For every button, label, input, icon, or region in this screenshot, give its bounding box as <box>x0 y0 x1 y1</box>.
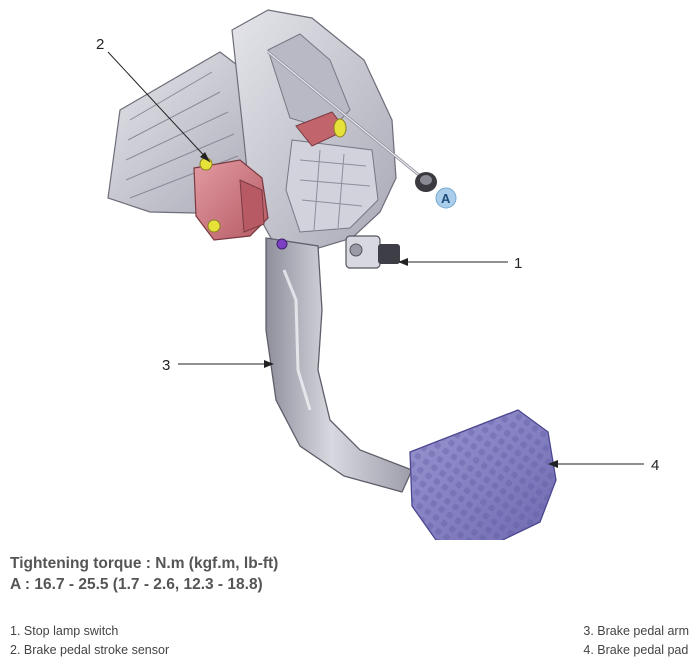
brake-pedal-stroke-sensor <box>193 157 288 250</box>
legend-item-brake-pedal-arm: 3. Brake pedal arm <box>583 624 689 638</box>
legend-item-brake-pedal-stroke-sensor: 2. Brake pedal stroke sensor <box>10 643 170 657</box>
push-rod <box>267 50 421 178</box>
torque-heading: Tightening torque : N.m (kgf.m, lb-ft) <box>10 555 279 572</box>
torque-value-a: A : 16.7 - 25.5 (1.7 - 2.6, 12.3 - 18.8) <box>10 576 263 593</box>
callout-2: 2 <box>96 36 104 53</box>
svg-text:A: A <box>441 191 451 206</box>
stop-lamp-switch <box>345 235 400 269</box>
brake-pedal-pad <box>409 409 557 540</box>
leader-lines <box>107 51 644 468</box>
mounting-nut <box>415 172 437 192</box>
legend-item-stop-lamp-switch: 1. Stop lamp switch <box>10 624 119 638</box>
pedal-pivot-cylinder <box>295 111 347 147</box>
legend-left: 1. Stop lamp switch 2. Brake pedal strok… <box>10 622 169 660</box>
callout-3: 3 <box>162 357 170 374</box>
brake-pedal-arm <box>265 237 413 493</box>
tightening-torque-block: Tightening torque : N.m (kgf.m, lb-ft) A… <box>10 553 278 595</box>
callout-a: A <box>435 187 457 209</box>
callout-4: 4 <box>651 457 659 474</box>
callout-1: 1 <box>514 255 522 272</box>
legend-item-brake-pedal-pad: 4. Brake pedal pad <box>583 643 689 657</box>
brake-pedal-assembly-illustration: 2 1 3 4 A <box>96 9 659 540</box>
legend-right: 3. Brake pedal arm 4. Brake pedal pad <box>583 622 689 660</box>
